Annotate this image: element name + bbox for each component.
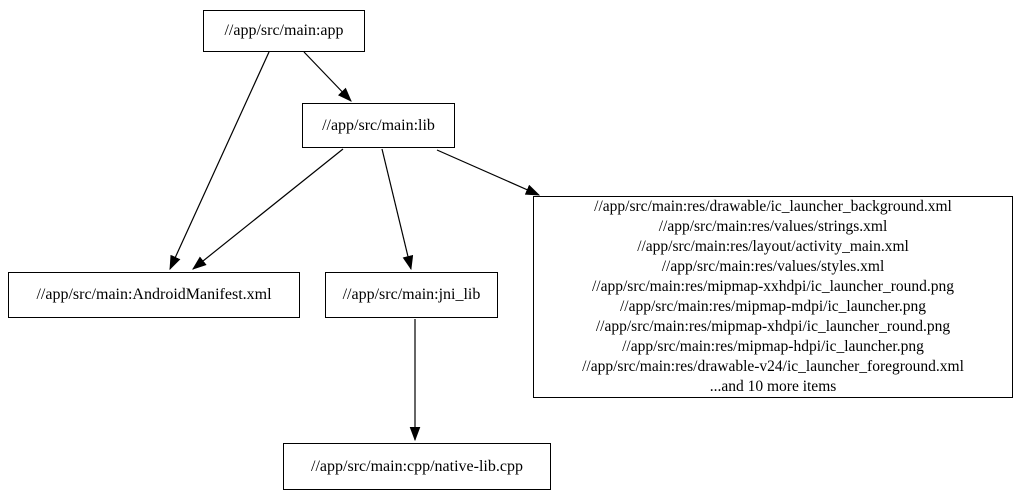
node-res-file-group: //app/src/main:res/drawable/ic_launcher_… [533, 196, 1013, 398]
node-android-manifest: //app/src/main:AndroidManifest.xml [8, 272, 300, 318]
edge-lib-to-res-group [436, 149, 541, 196]
node-jni-lib: //app/src/main:jni_lib [325, 272, 498, 318]
edge-lib-to-manifest [192, 148, 344, 270]
node-lib: //app/src/main:lib [302, 103, 455, 148]
edge-lib-to-jni-lib [381, 148, 414, 271]
node-app: //app/src/main:app [203, 10, 365, 52]
edge-app-to-lib [303, 51, 352, 102]
node-native-lib-cpp: //app/src/main:cpp/native-lib.cpp [283, 443, 551, 490]
edge-app-to-manifest [169, 51, 270, 271]
